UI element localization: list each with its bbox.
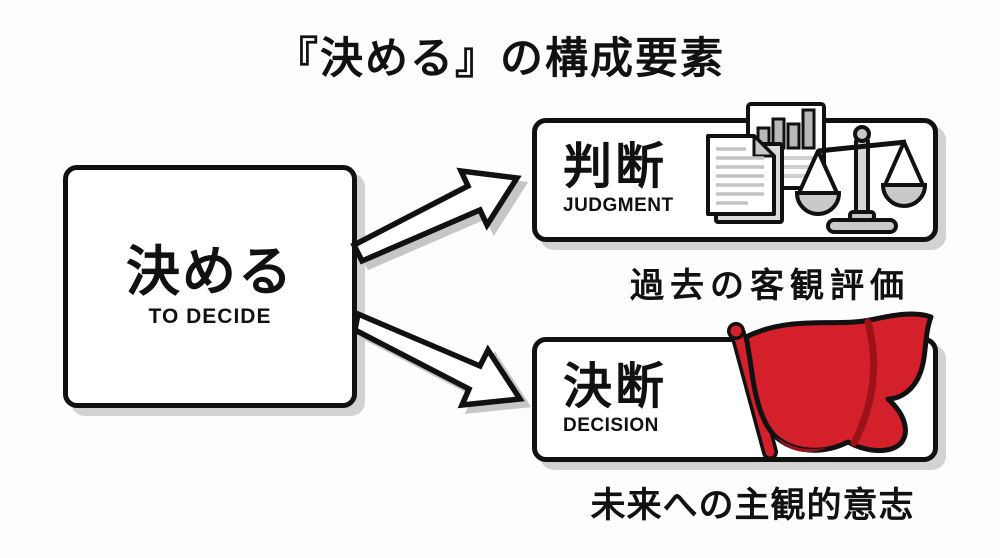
judgment-label-en: JUDGMENT (563, 195, 674, 216)
decision-label-group: 決断 DECISION (563, 359, 668, 437)
judgment-label-group: 判断 JUDGMENT (563, 143, 674, 217)
branch-node-judgment: 判断 JUDGMENT (532, 118, 938, 242)
judgment-label-ja: 判断 (563, 140, 668, 194)
decision-label-ja: 決断 (563, 359, 668, 414)
main-node-label-en: TO DECIDE (148, 304, 272, 328)
page-title: 『決める』の構成要素 (275, 35, 725, 83)
arrow-shadows (357, 173, 532, 414)
decision-caption: 未来への主観的意志 (590, 486, 915, 525)
judgment-caption: 過去の客観評価 (630, 267, 910, 305)
branch-node-decision: 決断 DECISION (532, 337, 938, 462)
arrow-down-right-icon (351, 310, 525, 409)
main-node-label-ja: 決める (126, 242, 294, 303)
arrow-up-right-icon (350, 167, 522, 265)
decision-label-en: DECISION (563, 414, 659, 436)
main-node-to-decide: 決める TO DECIDE (63, 165, 357, 408)
